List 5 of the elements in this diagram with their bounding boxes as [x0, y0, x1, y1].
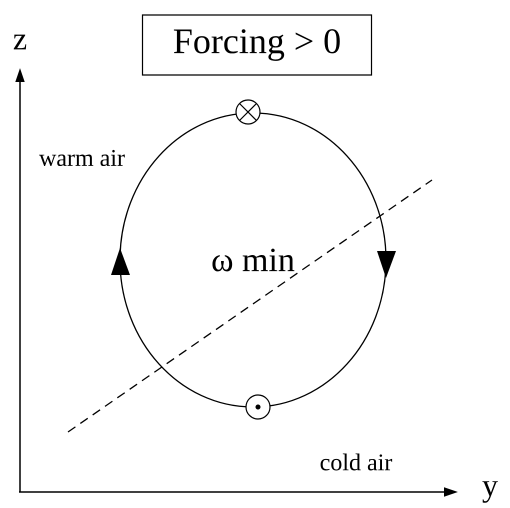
axis-label: y: [482, 481, 498, 503]
title-box: Forcing > 0: [142, 14, 372, 76]
region-label: warm air: [39, 150, 125, 166]
axis-label: z: [14, 34, 26, 50]
region-label: cold air: [320, 454, 392, 470]
